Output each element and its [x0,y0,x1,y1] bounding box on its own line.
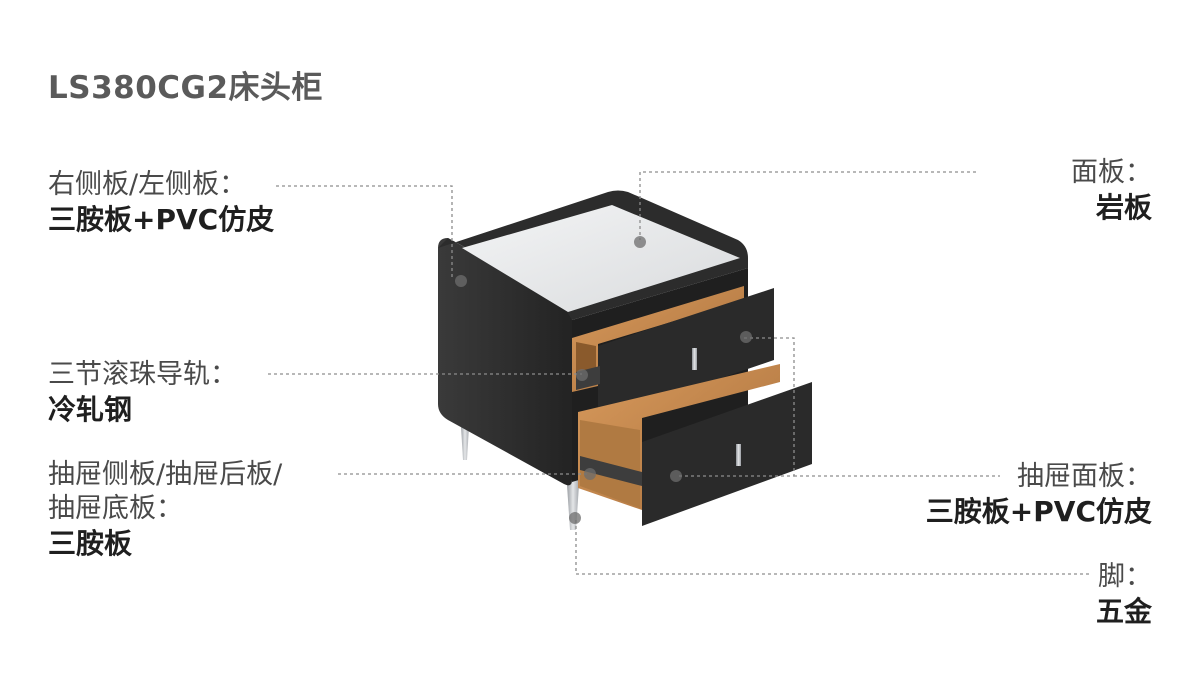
upper-drawer-handle [692,348,697,370]
lower-drawer-handle [736,444,741,466]
marker-drawer-front-lower [670,470,682,482]
drawer-front-key: 抽屉面板： [1017,461,1152,492]
marker-top-panel [634,236,646,248]
page-title: LS380CG2床头柜 [48,70,324,106]
slide-rail-key: 三节滚珠导轨： [48,359,237,390]
marker-drawer-inner [584,468,596,480]
stone-top [462,205,740,312]
side-panel [438,238,572,486]
side-panel-key: 右侧板/左侧板： [48,169,247,200]
marker-slide-rail [576,369,588,381]
top-panel-key: 面板： [1071,157,1152,188]
label-top-panel: 面板：岩板 [1071,156,1152,226]
slide-rail-value: 冷轧钢 [48,393,133,426]
lower-drawer [578,364,812,526]
label-drawer-front: 抽屉面板： 三胺板+PVC仿皮 [926,460,1152,530]
top-panel-value: 岩板 [1095,191,1152,224]
marker-leg [569,512,581,524]
slide-rail [580,456,642,486]
leg-key: 脚： [1098,561,1152,592]
upper-drawer-front [598,288,774,420]
leader-lines [268,171,1090,575]
label-leg: 脚： 五金 [1096,560,1152,630]
drawer-inner-value: 三胺板 [48,527,133,560]
marker-dots [455,236,752,524]
drawer-inner-key-line2: 抽屉底板： [48,493,183,524]
label-side-panel: 右侧板/左侧板： 三胺板+PVC仿皮 [48,168,274,238]
leg-value: 五金 [1095,595,1152,628]
lower-drawer-front [642,382,812,526]
marker-drawer-front [740,331,752,343]
label-drawer-inner: 抽屉侧板/抽屉后板/ 抽屉底板： 三胺板 [48,458,282,562]
drawer-inner-key-line1: 抽屉侧板/抽屉后板/ [48,459,283,490]
marker-side-panel [455,275,467,287]
label-slide-rail: 三节滚珠导轨： 冷轧钢 [48,358,237,428]
side-panel-value: 三胺板+PVC仿皮 [48,203,275,236]
drawer-front-value: 三胺板+PVC仿皮 [925,495,1152,528]
